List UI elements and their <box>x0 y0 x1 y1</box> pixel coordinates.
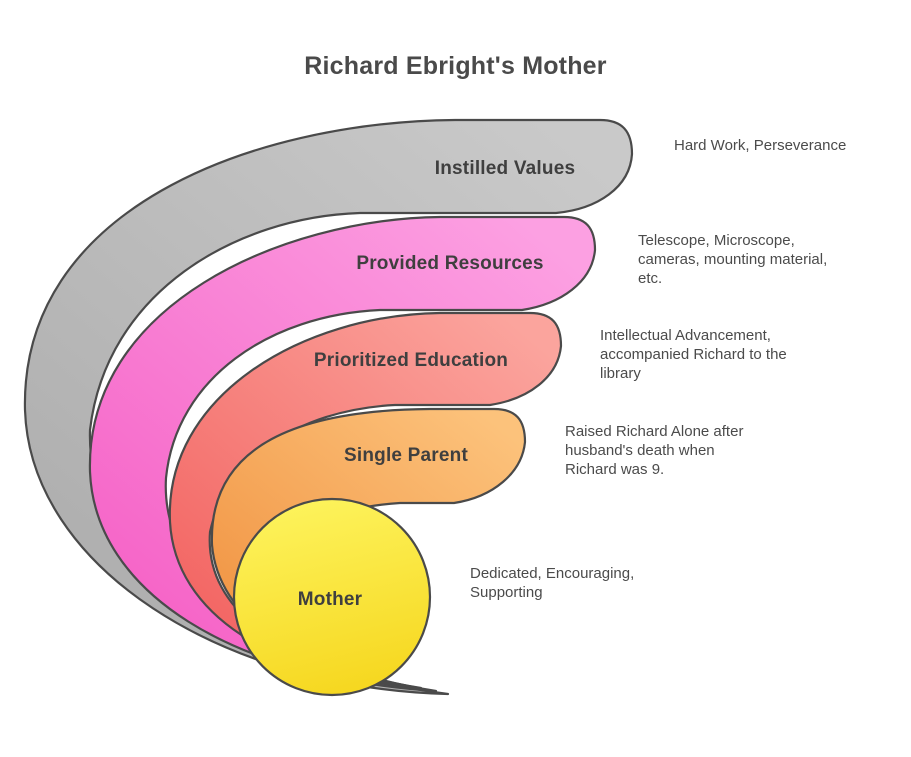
annotation-mother: Dedicated, Encouraging, Supporting <box>470 565 635 601</box>
layer-label-single-parent: Single Parent <box>343 445 469 466</box>
diagram-title: Richard Ebright's Mother <box>304 52 607 80</box>
annotation-provided-resources: Telescope, Microscope, cameras, mounting… <box>638 232 828 287</box>
layer-label-instilled-values: Instilled Values <box>434 158 576 179</box>
annotation-prioritized-education: Intellectual Advancement, accompanied Ri… <box>600 327 787 382</box>
layer-label-provided-resources: Provided Resources <box>356 253 544 274</box>
layer-label-prioritized-education: Prioritized Education <box>313 350 509 371</box>
layer-shape-mother <box>232 497 432 697</box>
annotation-instilled-values: Hard Work, Perseverance <box>674 137 847 154</box>
annotation-single-parent: Raised Richard Alone after husband's dea… <box>565 423 744 478</box>
layer-label-mother: Mother <box>297 589 363 610</box>
